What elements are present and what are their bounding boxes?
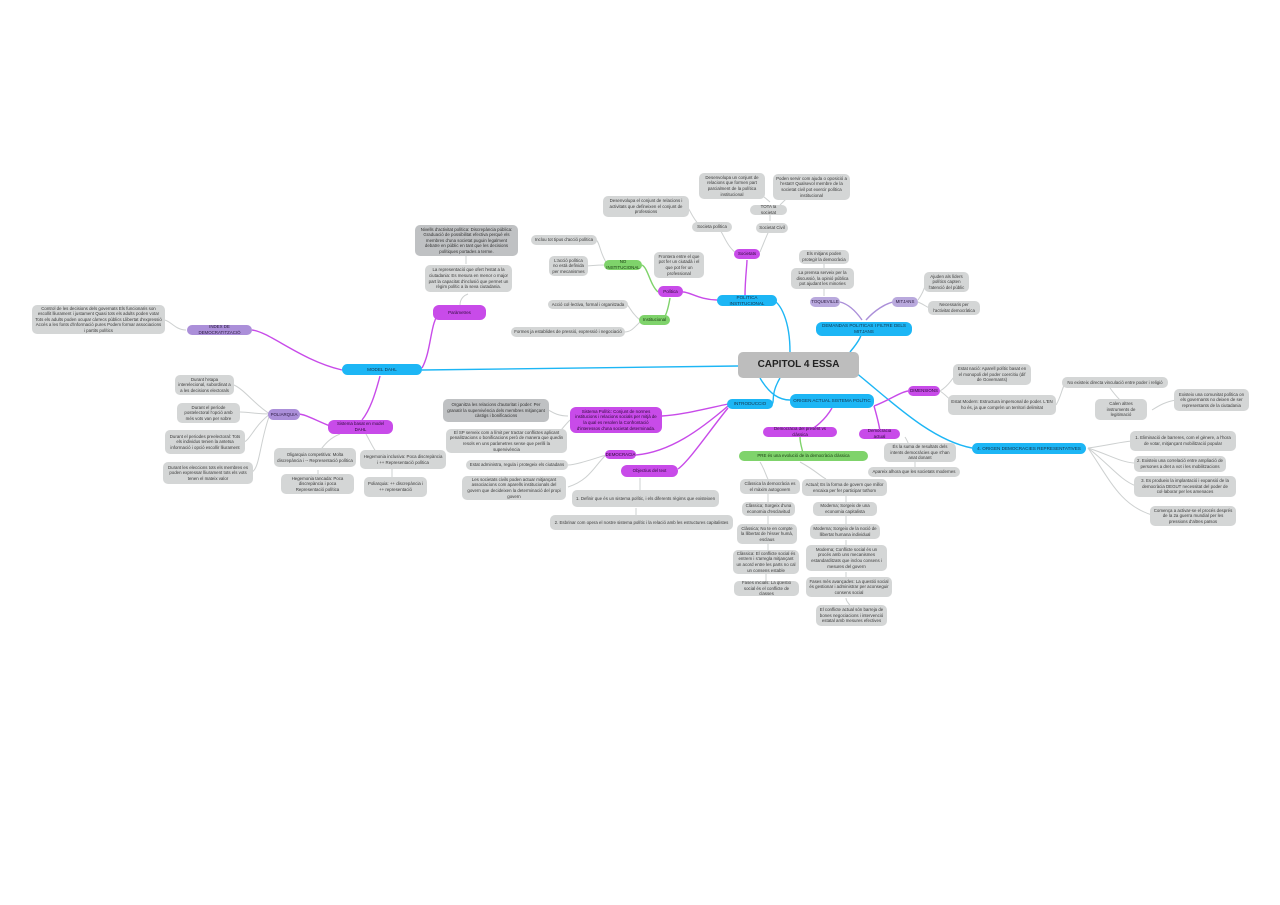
leaf-classica-2[interactable]: Clàssica; Sorgeix d'una economia d'escla… bbox=[742, 502, 795, 516]
leaf-origen-dem-2[interactable]: 2. Existeix una correlació entre ampliac… bbox=[1134, 456, 1226, 472]
leaf-moderna-1[interactable]: Actual; Es la forma de govern que millor… bbox=[802, 479, 887, 496]
leaf-poliarquia-4[interactable]: Durant les eleccions tots els membres es… bbox=[163, 462, 253, 484]
leaf-classica-5[interactable]: Fases inicials: La qüestió social és el … bbox=[734, 581, 799, 596]
leaf-classica-4[interactable]: Clàssica: El conflicte social és entrem … bbox=[733, 550, 799, 574]
node-evolucio-classica[interactable]: PRE és una evolució de la democràcia clà… bbox=[739, 451, 868, 461]
leaf-actual-1[interactable]: És la suma de resultats dels intents dem… bbox=[884, 443, 956, 462]
leaf-inst-1[interactable]: Acció col·lectiva, formal i organitzada bbox=[548, 300, 628, 309]
leaf-origen-dem-3[interactable]: 3. Es produeix la implantació i expansió… bbox=[1134, 476, 1236, 497]
node-no-institucional[interactable]: NO INSTITUCIONAL bbox=[604, 260, 642, 270]
leaf-societat-politica[interactable]: Societa política bbox=[692, 222, 732, 232]
leaf-toqueville-1[interactable]: Els mitjans poden protegir la democràcia bbox=[799, 250, 849, 264]
node-democracia[interactable]: DEMOCRACIA bbox=[605, 450, 636, 459]
leaf-parametres-1[interactable]: Nivells d'activitat política: Discrepànc… bbox=[415, 225, 518, 256]
leaf-tota-societat[interactable]: TOTA la societat bbox=[750, 205, 787, 215]
leaf-sistema-politic-2[interactable]: El SP serveix com a límit per tractar co… bbox=[446, 429, 567, 453]
leaf-calen[interactable]: Calen altres instruments de legitimació bbox=[1095, 399, 1147, 420]
node-parametres[interactable]: Paràmetres bbox=[433, 305, 486, 320]
node-toqueville[interactable]: TOQUEVILLE bbox=[810, 297, 840, 307]
leaf-estat-nacio[interactable]: Estat nació: Aparell polític basat en el… bbox=[953, 364, 1031, 385]
leaf-societat-civil[interactable]: Societat Civil bbox=[756, 223, 788, 233]
node-democracia-actual[interactable]: Democracia actual bbox=[859, 429, 900, 439]
node-dimensions[interactable]: DIMENSIONS bbox=[908, 386, 940, 396]
leaf-civil-text-1[interactable]: Desenvolupa un conjunt de relacions que … bbox=[699, 173, 765, 199]
node-objectius[interactable]: Objectius del text bbox=[621, 465, 678, 477]
leaf-existeix-comunitat[interactable]: Existeix una comunitat política on els g… bbox=[1174, 389, 1249, 411]
node-institucional[interactable]: Institucional bbox=[639, 315, 670, 325]
leaf-parametres-2[interactable]: La representació que ofert l'estat a la … bbox=[425, 265, 512, 292]
leaf-no-inst-1[interactable]: Inclou tot tipus d'acció política bbox=[531, 235, 597, 245]
leaf-index-text[interactable]: Control de les decisions dels governats … bbox=[32, 305, 165, 334]
leaf-classica-3[interactable]: Clàssica; No te en compte la llibertat d… bbox=[737, 524, 797, 544]
leaf-sistema-politic-1[interactable]: Organitza les relacions d'autoritat i po… bbox=[443, 399, 549, 422]
leaf-mitjans-2[interactable]: Necessaris per l'activitat democràtica bbox=[928, 301, 980, 315]
leaf-moderna-5[interactable]: Fases més avançades: La questió social é… bbox=[806, 577, 892, 597]
node-politica[interactable]: Política bbox=[658, 286, 683, 297]
leaf-moderna-2[interactable]: Moderna; Sorgeix de una economia capital… bbox=[813, 502, 877, 516]
node-index-democratitzacio[interactable]: INDEX DE DEMOCRATITZACIÓ bbox=[187, 325, 252, 335]
leaf-actual-2[interactable]: Apareix alhora que les societats moderne… bbox=[868, 467, 960, 477]
leaf-hegemonia-tancada[interactable]: Hegemonia tancada: Poca discrepància i p… bbox=[281, 474, 354, 494]
node-origen-democracies[interactable]: 4. ORIGEN DEMOCRACIES REPRESENTATIVES bbox=[972, 443, 1086, 454]
node-model-dahl[interactable]: MODEL DAHL bbox=[342, 364, 422, 375]
leaf-poliarquia-3[interactable]: Durant el periodes preelectoral: Tots el… bbox=[165, 430, 245, 454]
leaf-poliarquia-final[interactable]: Poliarquia: ++ discrepància i ++ represe… bbox=[364, 477, 427, 497]
node-poliarquia[interactable]: POLIARQUIA bbox=[268, 409, 300, 420]
leaf-hegemonia-inclusiva[interactable]: Hegemonia inclusiva: Poca discrepància i… bbox=[360, 450, 446, 469]
leaf-moderna-4[interactable]: Moderna; Conflicte social és un procés a… bbox=[806, 545, 887, 571]
node-mitjans[interactable]: MITJANS bbox=[892, 297, 918, 307]
leaf-no-existeix[interactable]: No existeix directa vinculació entre pod… bbox=[1062, 377, 1168, 388]
leaf-poliarquia-2[interactable]: Durant el període postelectoral l'opció … bbox=[177, 403, 240, 423]
leaf-democracia-2[interactable]: Les societats civils poden actuar mitjan… bbox=[462, 476, 566, 500]
leaf-democracia-1[interactable]: Estat administra, regula i protegeix els… bbox=[466, 460, 568, 470]
central-topic[interactable]: CAPITOL 4 ESSA bbox=[738, 352, 859, 378]
leaf-moderna-6[interactable]: El conflicte actual són barreja de bones… bbox=[816, 605, 887, 626]
leaf-estat-modern[interactable]: Estat Modern: Estructura impersonal de p… bbox=[948, 395, 1056, 415]
node-politica-institucional[interactable]: POLITICA INSTITUCIONAL bbox=[717, 295, 777, 306]
node-societats[interactable]: Societats bbox=[734, 249, 760, 259]
node-sistema-dahl[interactable]: Sistema basat en model DAHL bbox=[328, 420, 393, 434]
node-demandes-politiques[interactable]: DEMANDAS POLITICAS I FILTRE DELS MITJANS bbox=[816, 322, 912, 336]
leaf-oligarquia[interactable]: Oligarquia competitiva: Molta discrepànc… bbox=[274, 448, 356, 467]
leaf-no-inst-2[interactable]: L'acció política no està definida per me… bbox=[549, 256, 588, 276]
leaf-moderna-3[interactable]: Moderna; Sorgeix de la noció de lliberta… bbox=[810, 524, 880, 539]
leaf-inst-2[interactable]: Formes ja establides de pressió, express… bbox=[511, 327, 625, 337]
node-present-vs-classica[interactable]: Democràcia del present vs clàssica bbox=[763, 427, 837, 437]
leaf-poliarquia-1[interactable]: Durant l'etapa interelecional, subordina… bbox=[175, 375, 234, 395]
node-origen-actual[interactable]: ORIGEN ACTUAL SISTEMA POLÍTIC bbox=[790, 394, 874, 408]
node-introduccio[interactable]: INTRODUCCIO bbox=[727, 399, 773, 409]
node-sistema-politic[interactable]: Sistema Polític: Conjunt de normes insti… bbox=[570, 407, 662, 433]
leaf-frontera[interactable]: Frontera entre el que pot fer un ciutadà… bbox=[654, 252, 704, 278]
leaf-civil-text-2[interactable]: Poden servir com ajuda o oposició a l'es… bbox=[773, 174, 850, 200]
leaf-origen-dem-1[interactable]: 1. Eliminació de barreres, com el gènere… bbox=[1130, 431, 1236, 451]
leaf-toqueville-2[interactable]: La premsa serveix per la discussió, la o… bbox=[791, 268, 854, 289]
leaf-origen-dem-4[interactable]: Comença a activar-se el procés després d… bbox=[1150, 506, 1236, 526]
leaf-classica-1[interactable]: Clàssica la democràcia es el màxim autog… bbox=[740, 479, 800, 494]
leaf-societat-politica-text[interactable]: Desenvolupa el conjunt de relacions i ac… bbox=[603, 196, 689, 217]
leaf-objectiu-1[interactable]: 1. Definir que és un sistema polític, i … bbox=[572, 490, 719, 507]
leaf-objectiu-2[interactable]: 2. Esbrinar com opera el nostre sistema … bbox=[550, 515, 733, 530]
leaf-mitjans-1[interactable]: Ajuden als líders polítics capten l'aten… bbox=[924, 272, 969, 292]
